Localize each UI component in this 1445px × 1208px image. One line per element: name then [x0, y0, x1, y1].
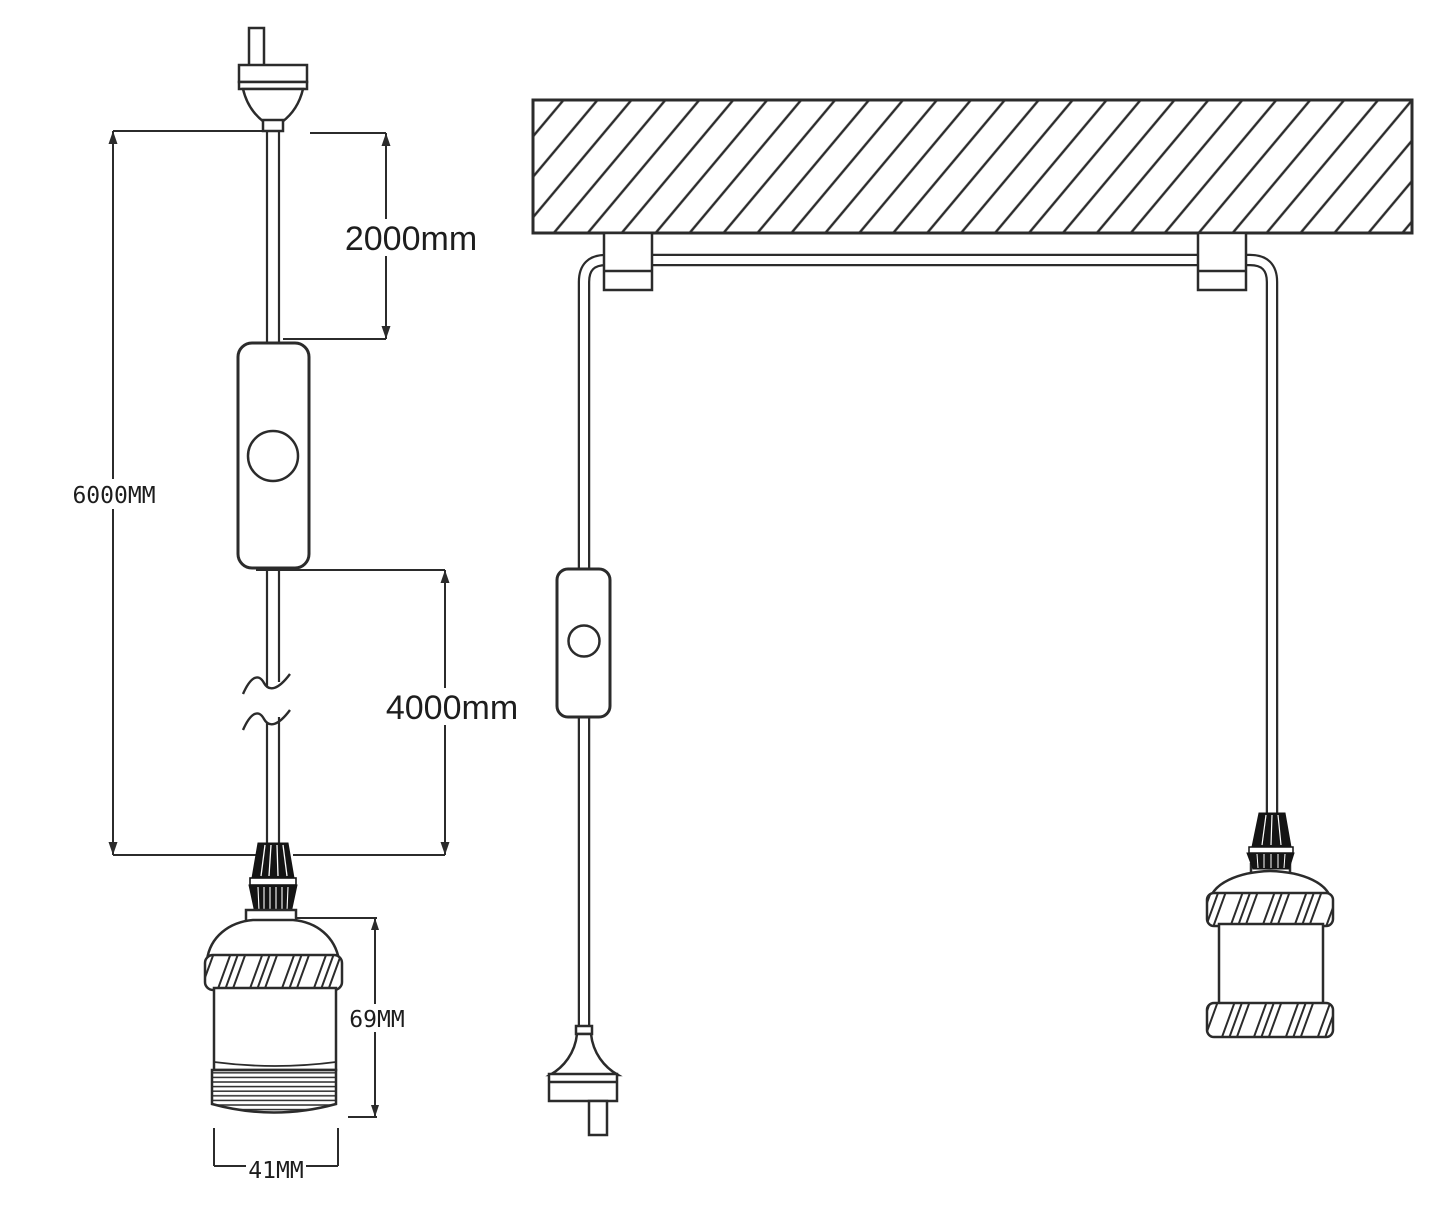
socket-body	[1217, 922, 1325, 1008]
plug-body	[547, 1072, 619, 1103]
socket-knurled-ring-top	[1205, 891, 1335, 928]
label-socket-diameter: 41MM	[246, 1154, 306, 1184]
right-view	[531, 98, 1414, 1137]
cord	[577, 253, 1279, 1030]
socket-knurled-ring-bottom	[1205, 1001, 1335, 1039]
dim-text-socket-diameter: 41MM	[248, 1158, 303, 1184]
plug-neck	[545, 1032, 623, 1077]
strain-relief	[1246, 812, 1295, 870]
plug-body	[237, 63, 309, 84]
label-plug-to-switch: 2000mm	[345, 219, 477, 258]
dim-text-total-length: 6000MM	[72, 483, 155, 509]
plug-neck	[241, 87, 305, 124]
power-plug	[237, 26, 309, 133]
left-view	[108, 26, 450, 1167]
inline-switch	[236, 341, 311, 570]
dimension-switch-to-socket	[256, 569, 450, 856]
lamp-socket	[203, 908, 344, 1114]
plug-prong	[247, 26, 266, 68]
plug-cord-collar	[261, 118, 285, 133]
dim-text-plug-to-switch: 2000mm	[345, 220, 477, 258]
label-total-length: 6000MM	[70, 479, 159, 509]
label-switch-to-socket: 4000mm	[386, 688, 518, 727]
socket-knurled-ring	[203, 953, 344, 992]
dim-text-switch-to-socket: 4000mm	[386, 689, 518, 727]
switch-button	[246, 429, 300, 483]
strain-relief	[248, 842, 298, 914]
dim-text-socket-height: 69MM	[349, 1007, 404, 1033]
plug-prong	[587, 1099, 609, 1137]
hook-right	[1196, 231, 1248, 292]
socket-body	[212, 986, 338, 1072]
switch-button	[567, 624, 601, 658]
hook-left	[602, 231, 654, 292]
inline-switch	[555, 567, 612, 719]
lamp-socket	[1205, 862, 1335, 1039]
dimension-labels: 2000mm 6000MM 4000mm 69MM 41MM	[70, 219, 518, 1184]
ceiling	[531, 98, 1414, 235]
label-socket-height: 69MM	[347, 1004, 407, 1033]
cord-break	[241, 673, 291, 731]
power-plug	[545, 1024, 623, 1137]
socket-thread	[210, 1068, 338, 1114]
cord	[265, 131, 281, 846]
